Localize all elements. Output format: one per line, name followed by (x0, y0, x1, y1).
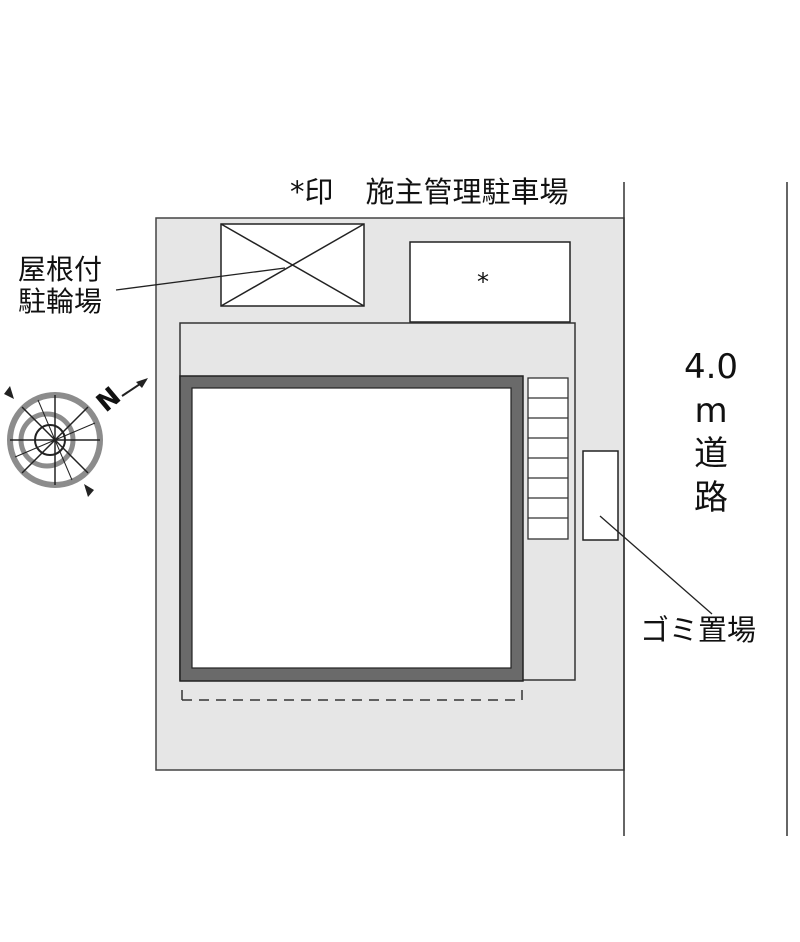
legend-description: 施主管理駐車場 (365, 175, 569, 209)
garbage-area-box (582, 450, 619, 541)
legend-text: *印施主管理駐車場 (290, 175, 569, 209)
owner-parking-box (409, 241, 571, 323)
roof-label-line2: 駐輪場 (18, 285, 103, 319)
bicycle-parking-leader (115, 267, 286, 291)
road-unit: m (694, 390, 728, 431)
roof-label-line1: 屋根付 (18, 253, 103, 286)
legend-mark: *印 (290, 175, 334, 209)
compass-icon (4, 378, 148, 497)
garbage-leader (599, 515, 713, 615)
road-width: 4.0 (683, 347, 739, 387)
roof-bicycle-parking-label: 屋根付 駐輪場 (18, 253, 103, 319)
road-label: 4.0 m 道 路 (676, 346, 746, 520)
road-name-line2: 路 (694, 477, 728, 518)
bicycle-parking-box (220, 223, 365, 307)
building-interior (191, 387, 512, 669)
road-name-line1: 道 (694, 434, 728, 475)
stairs (527, 377, 569, 540)
garbage-area-label: ゴミ置場 (640, 613, 757, 647)
parking-star-mark: * (477, 268, 489, 296)
balcony-dashed-line (181, 690, 523, 701)
